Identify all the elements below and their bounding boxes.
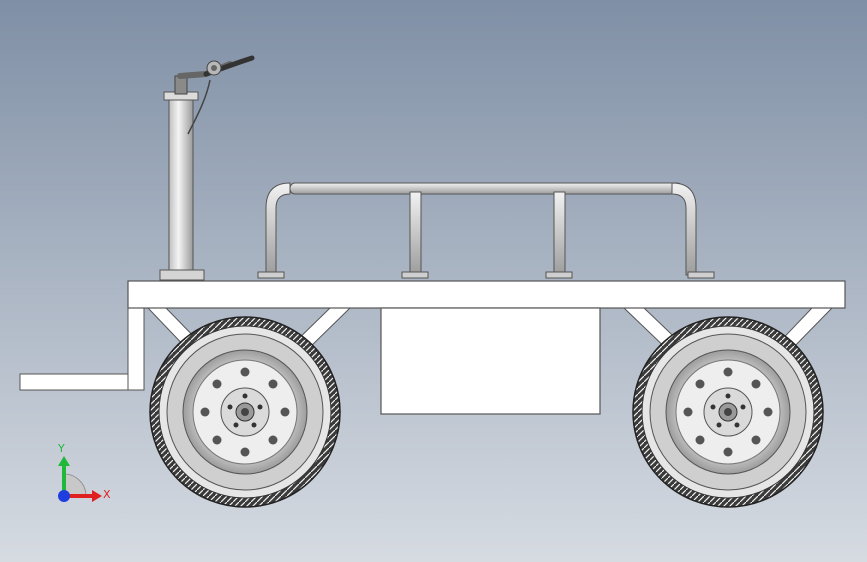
- tow-bar: [19, 307, 145, 391]
- coordinate-triad[interactable]: [58, 456, 102, 502]
- steering-column: [159, 75, 205, 281]
- x-axis-arrowhead: [92, 490, 102, 502]
- throttle-cable: [187, 79, 211, 135]
- front-wheel: [632, 316, 824, 508]
- handlebar: [177, 55, 255, 79]
- rear-wheel: [149, 316, 341, 508]
- y-axis-arrowhead: [58, 456, 70, 466]
- cart-deck: [127, 280, 846, 309]
- battery-box: [380, 307, 601, 415]
- y-axis-label: Y: [58, 442, 65, 455]
- guard-rail: [257, 182, 715, 279]
- z-axis-dot: [58, 490, 70, 502]
- x-axis-label: X: [103, 488, 111, 501]
